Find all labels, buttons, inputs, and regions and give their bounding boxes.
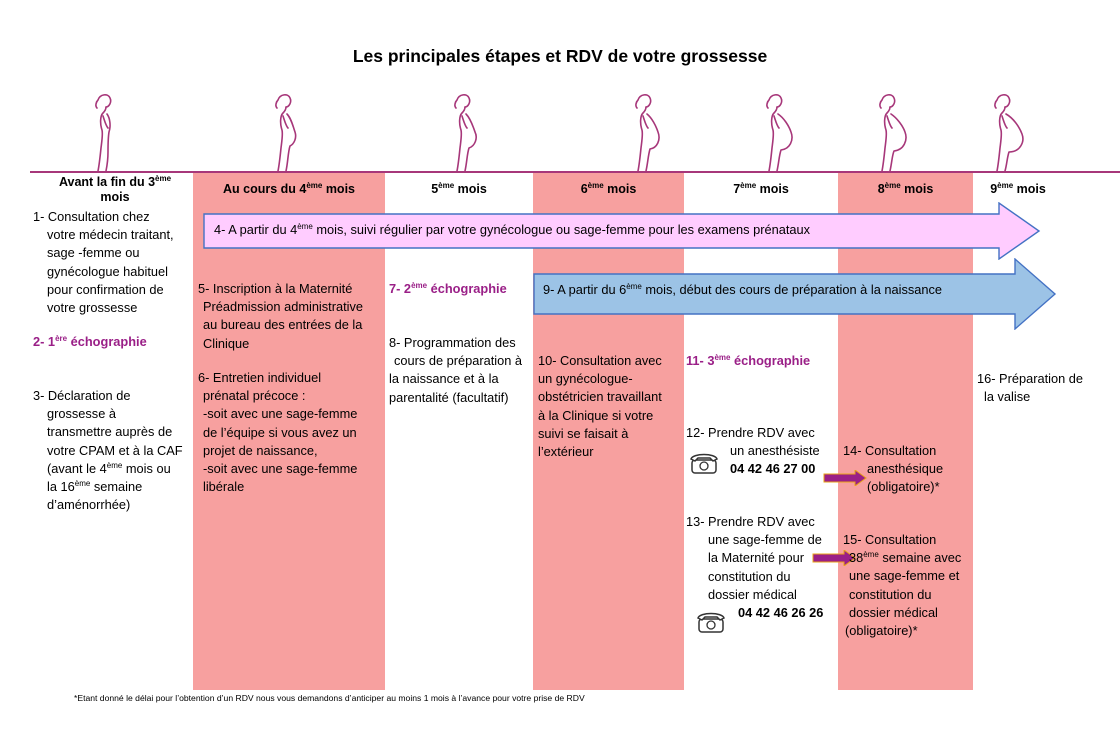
header-month-4: Au cours du 4ème mois (222, 181, 355, 197)
step-5-registration: 5- Inscription à la Maternité Préadmissi… (198, 281, 364, 351)
header-month-7: 7ème mois (733, 181, 789, 197)
step-3-declaration: 3- Déclaration de grossesse à transmettr… (33, 388, 183, 513)
header-month-8: 8ème mois (877, 181, 934, 197)
pregnant-woman-icon (95, 94, 112, 172)
step-12-anesthetist-appointment: 12- Prendre RDV avec un anesthésiste 04 … (686, 424, 820, 479)
arrow-right-icon (823, 470, 867, 486)
header-month-6: 6ème mois (580, 181, 637, 197)
pregnant-woman-icon (994, 94, 1024, 172)
step-16-pack-suitcase: 16- Préparation de la valise (977, 371, 1083, 405)
pregnant-woman-icon (766, 94, 793, 172)
header-month-9: 9ème mois (990, 181, 1046, 197)
page-title: Les principales étapes et RDV de votre g… (352, 46, 768, 66)
step-15-midwife-consultation: 15- Consultation 38ème semaine avec une … (843, 532, 962, 639)
step-7-second-ultrasound: 7- 2ème échographie (389, 281, 507, 296)
step-8-course-planning: 8- Programmation des cours de préparatio… (389, 335, 523, 405)
arrow-right-icon (812, 550, 856, 566)
footnote: *Etant donné le délai pour l’obtention d… (74, 693, 585, 703)
arrow-step-4 (203, 202, 1041, 260)
step-10-gynecologist-consultation: 10- Consultation avec un gynécologue- ob… (538, 353, 662, 460)
column-background-4th-month (193, 172, 385, 690)
pregnant-woman-icon (454, 94, 477, 172)
step-13-midwife-appointment: 13- Prendre RDV avec une sage-femme de l… (686, 513, 823, 622)
arrow-step-9 (533, 258, 1057, 330)
phone-number-midwife: 04 42 46 26 26 (738, 605, 824, 621)
pregnant-woman-icon (275, 94, 297, 172)
timeline-line (30, 171, 1120, 173)
header-month-3: Avant la fin du 3ème mois (58, 174, 172, 205)
step-2-first-ultrasound: 2- 1ère échographie (33, 334, 147, 349)
telephone-icon (697, 612, 725, 633)
telephone-icon (690, 453, 718, 474)
header-month-5: 5ème mois (431, 181, 487, 197)
step-6-prenatal-interview: 6- Entretien individuel prénatal précoce… (198, 370, 358, 495)
pregnant-woman-icon (635, 94, 660, 172)
arrow-step-4-label: 4- A partir du 4ème mois, suivi régulier… (214, 222, 811, 237)
step-1-consultation: 1- Consultation chez votre médecin trait… (33, 209, 174, 316)
step-11-third-ultrasound: 11- 3ème échographie (686, 353, 811, 368)
step-14-anesthetic-consultation: 14- Consultation anesthésique (obligatoi… (843, 443, 944, 495)
column-background-8th-month (838, 172, 973, 690)
column-background-6th-month (533, 172, 684, 690)
arrow-step-9-label: 9- A partir du 6ème mois, début des cour… (543, 282, 942, 297)
pregnant-woman-icon (879, 94, 907, 172)
phone-number-anesthetist: 04 42 46 27 00 (730, 461, 816, 477)
